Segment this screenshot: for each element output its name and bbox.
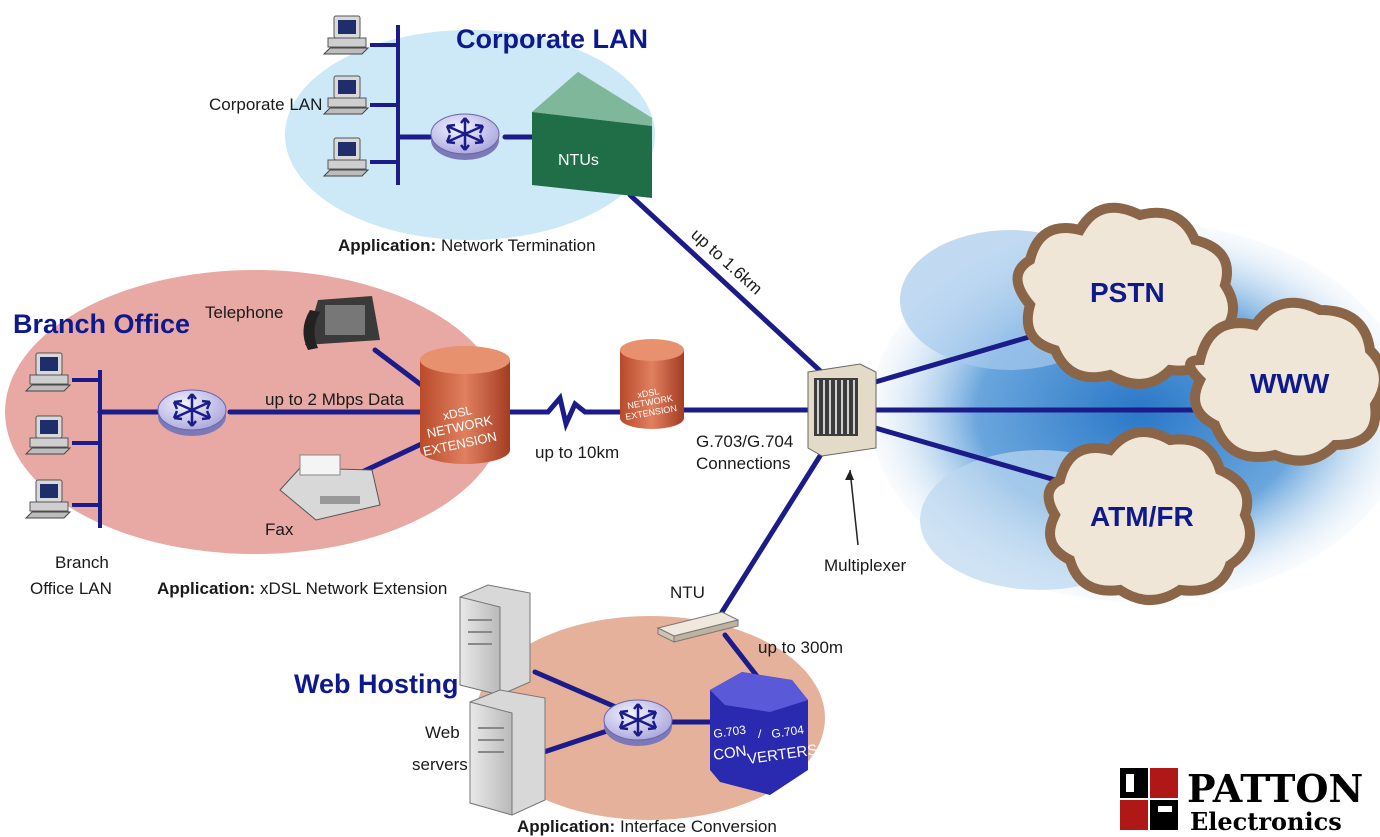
router-icon <box>156 388 228 438</box>
pc-icon <box>323 15 369 55</box>
cloud-www <box>1185 297 1380 466</box>
network-links <box>97 134 1198 758</box>
xdsl-small-extension-icon <box>620 339 684 429</box>
multiplexer-pointer <box>849 469 859 546</box>
web-hosting-title: Web Hosting <box>294 669 459 699</box>
web-server-icon <box>459 584 531 696</box>
ntu-single-label: NTU <box>670 583 705 602</box>
g703-label-1: G.703/G.704 <box>696 432 793 451</box>
multiplexer-arrowhead <box>845 470 854 480</box>
data-rate-label: up to 2 Mbps Data <box>265 390 404 409</box>
web-distance-label: up to 300m <box>758 638 843 657</box>
cloud-label-atmfr: ATM/FR <box>1090 501 1194 532</box>
multiplexer-label: Multiplexer <box>824 556 907 575</box>
xdsl-extension-icon <box>420 346 510 464</box>
converter-bottom-left: CON <box>712 742 747 763</box>
converter-icon <box>710 672 808 795</box>
ntu-label: NTUs <box>558 152 599 169</box>
converter-left: G.703 <box>712 723 747 741</box>
router-icon <box>429 112 501 162</box>
converter-right: G.704 <box>770 723 805 741</box>
corporate-application: Application: Network Termination <box>338 236 596 255</box>
corporate-lan: NTUs Corporate LAN Corporate LAN Applica… <box>209 15 652 255</box>
corporate-title: Corporate LAN <box>456 24 648 54</box>
fax-label: Fax <box>265 520 294 539</box>
multiplexer-icon <box>807 363 877 457</box>
branch-application: Application: xDSL Network Extension <box>157 579 447 598</box>
web-servers-label-1: Web <box>425 723 460 742</box>
branch-lan-label-1: Branch <box>55 553 109 572</box>
ntu-block-icon <box>532 72 652 198</box>
web-hosting: G.703 / G.704 CON VERTERS Web Hosting We… <box>294 583 843 836</box>
web-server-icon <box>469 689 546 816</box>
web-servers-label-2: servers <box>412 755 468 774</box>
cloud-label-pstn: PSTN <box>1090 277 1165 308</box>
telephone-icon <box>303 296 380 350</box>
corporate-lan-label: Corporate LAN <box>209 95 322 114</box>
cloud-atmfr <box>1043 427 1255 605</box>
cloud-label-www: WWW <box>1250 368 1330 399</box>
branch-office: xDSL NETWORK EXTENSION Branch Office Tel… <box>13 296 510 598</box>
web-application: Application: Interface Conversion <box>517 817 777 836</box>
branch-title: Branch Office <box>13 309 190 339</box>
branch-distance-label: up to 10km <box>535 443 619 462</box>
g703-label-2: Connections <box>696 454 791 473</box>
telephone-label: Telephone <box>205 303 283 322</box>
converter-slash: / <box>758 727 762 741</box>
logo-subtitle: Electronics <box>1190 807 1342 836</box>
branch-lan-label-2: Office LAN <box>30 579 112 598</box>
patton-logo: PATTON Electronics <box>1120 766 1363 836</box>
router-icon <box>602 698 674 748</box>
logo-name: PATTON <box>1187 766 1363 811</box>
ntu-device-icon <box>656 611 740 643</box>
xdsl-big-line1: xDSL <box>442 403 474 423</box>
xdsl-small-line1: xDSL <box>637 386 660 400</box>
fax-icon <box>279 454 381 521</box>
